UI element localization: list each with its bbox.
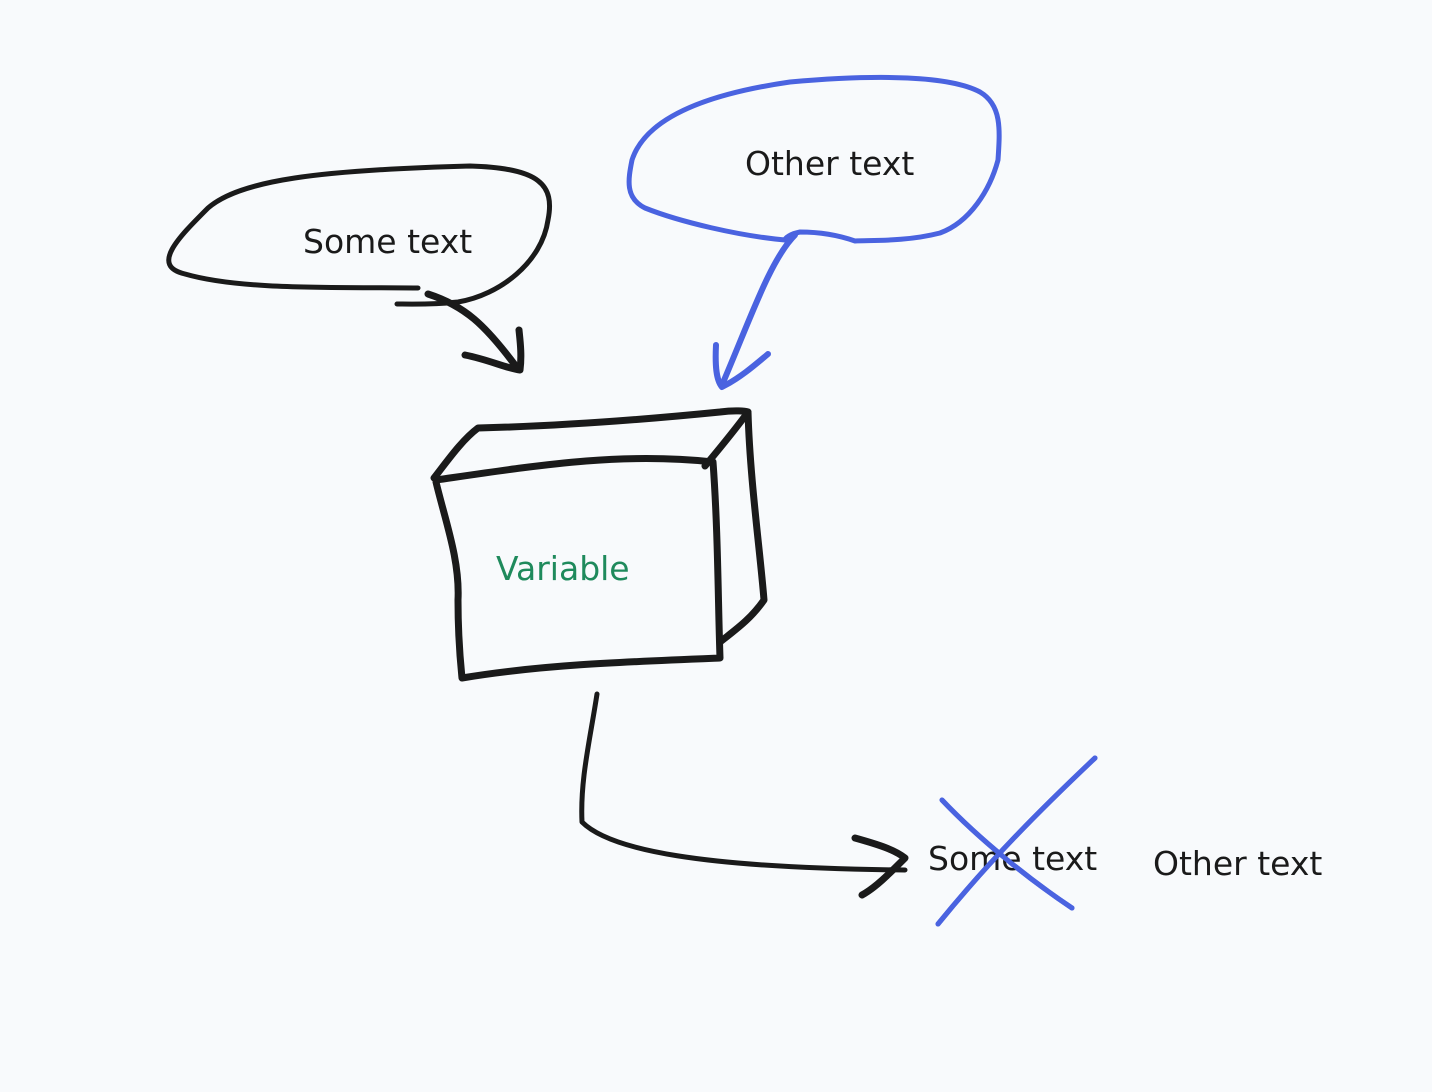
bubble-left-text: Some text xyxy=(303,222,473,261)
arrow-right xyxy=(719,232,798,388)
arrow-bottom-head xyxy=(851,834,909,899)
crossed-out-text: Some text xyxy=(928,839,1098,878)
replacement-text: Other text xyxy=(1153,844,1323,883)
arrow-left xyxy=(424,290,519,369)
box-front-face xyxy=(432,454,724,682)
arrow-bottom xyxy=(579,691,908,873)
box-side-face xyxy=(716,408,768,646)
box-variable-text: Variable xyxy=(496,549,630,588)
arrow-left-head xyxy=(461,326,525,374)
strikeout-x-overlay-1 xyxy=(939,797,1075,911)
speech-bubble-right xyxy=(626,74,1002,244)
strikeout-x-overlay-2 xyxy=(935,755,1098,927)
speech-bubble-left xyxy=(166,163,553,307)
bubble-right-text: Other text xyxy=(745,144,915,183)
arrow-right-head xyxy=(712,342,771,390)
box-top-face xyxy=(430,407,752,482)
